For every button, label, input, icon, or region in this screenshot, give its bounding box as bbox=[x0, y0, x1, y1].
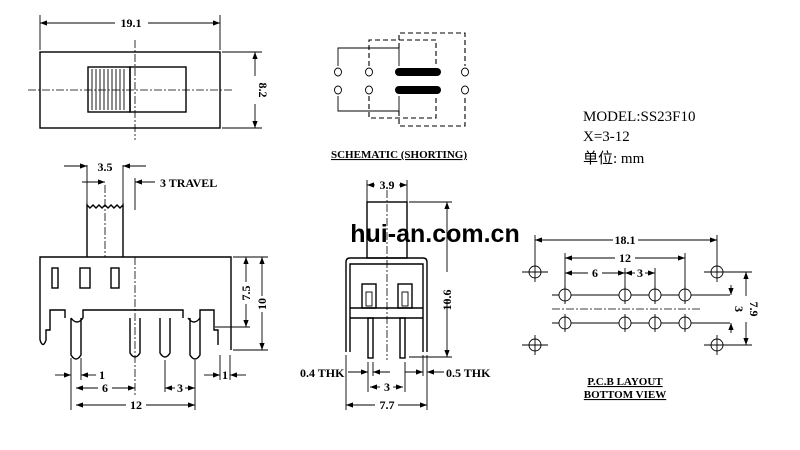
dim-7-7: 7.7 bbox=[380, 398, 395, 412]
dim-7-5: 7.5 bbox=[239, 286, 253, 301]
front-view: 3.9 10.6 0.4 THK 0.5 THK 3 7.7 bbox=[300, 178, 491, 412]
dim-12: 12 bbox=[130, 398, 142, 412]
pcb-subtitle: BOTTOM VIEW bbox=[584, 389, 666, 401]
thk-right: 0.5 THK bbox=[446, 366, 491, 380]
dim-10-6: 10.6 bbox=[440, 290, 454, 311]
contact-bar bbox=[395, 68, 441, 76]
thk-left: 0.4 THK bbox=[300, 366, 345, 380]
model-info: MODEL:SS23F10 X=3-12 单位: mm bbox=[583, 109, 696, 167]
model-range: X=3-12 bbox=[583, 129, 630, 145]
schematic-label: SCHEMATIC (SHORTING) bbox=[331, 149, 467, 161]
model-name: MODEL:SS23F10 bbox=[583, 109, 696, 125]
dim-18-1: 18.1 bbox=[615, 233, 636, 247]
dim-3-pcb: 3 bbox=[637, 266, 643, 280]
contact-bar bbox=[395, 86, 441, 94]
dim-3-pins: 3 bbox=[384, 380, 390, 394]
travel-label: 3 TRAVEL bbox=[160, 176, 217, 190]
dim-12-pcb: 12 bbox=[619, 251, 631, 265]
unit-label: 单位: mm bbox=[583, 150, 645, 167]
side-view: 3.5 3 TRAVEL 7.5 10 1 1 6 3 12 bbox=[39, 160, 269, 412]
pcb-title: P.C.B LAYOUT bbox=[587, 376, 663, 388]
pcb-layout: 18.1 12 6 3 3 7.9 P.C.B LAYOUT BOTTOM VI… bbox=[522, 233, 761, 401]
top-view: 19.1 8.2 bbox=[28, 15, 270, 140]
dim-6: 6 bbox=[102, 381, 108, 395]
watermark: hui-an.com.cn bbox=[350, 220, 519, 248]
dim-6-pcb: 6 bbox=[592, 266, 598, 280]
schematic: SCHEMATIC (SHORTING) bbox=[331, 32, 469, 161]
dim-1-left: 1 bbox=[99, 368, 105, 382]
dim-3: 3 bbox=[177, 381, 183, 395]
slider-knob bbox=[87, 66, 131, 113]
dim-3-9: 3.9 bbox=[380, 178, 395, 192]
dim-3-vertical: 3 bbox=[732, 306, 746, 312]
dim-1-right: 1 bbox=[222, 368, 228, 382]
dim-8-2: 8.2 bbox=[256, 83, 270, 98]
dim-19-1: 19.1 bbox=[121, 16, 142, 30]
dim-3-5: 3.5 bbox=[98, 160, 113, 174]
pcb-holes bbox=[522, 262, 730, 355]
dim-10: 10 bbox=[255, 298, 269, 310]
dim-7-9: 7.9 bbox=[747, 302, 761, 317]
